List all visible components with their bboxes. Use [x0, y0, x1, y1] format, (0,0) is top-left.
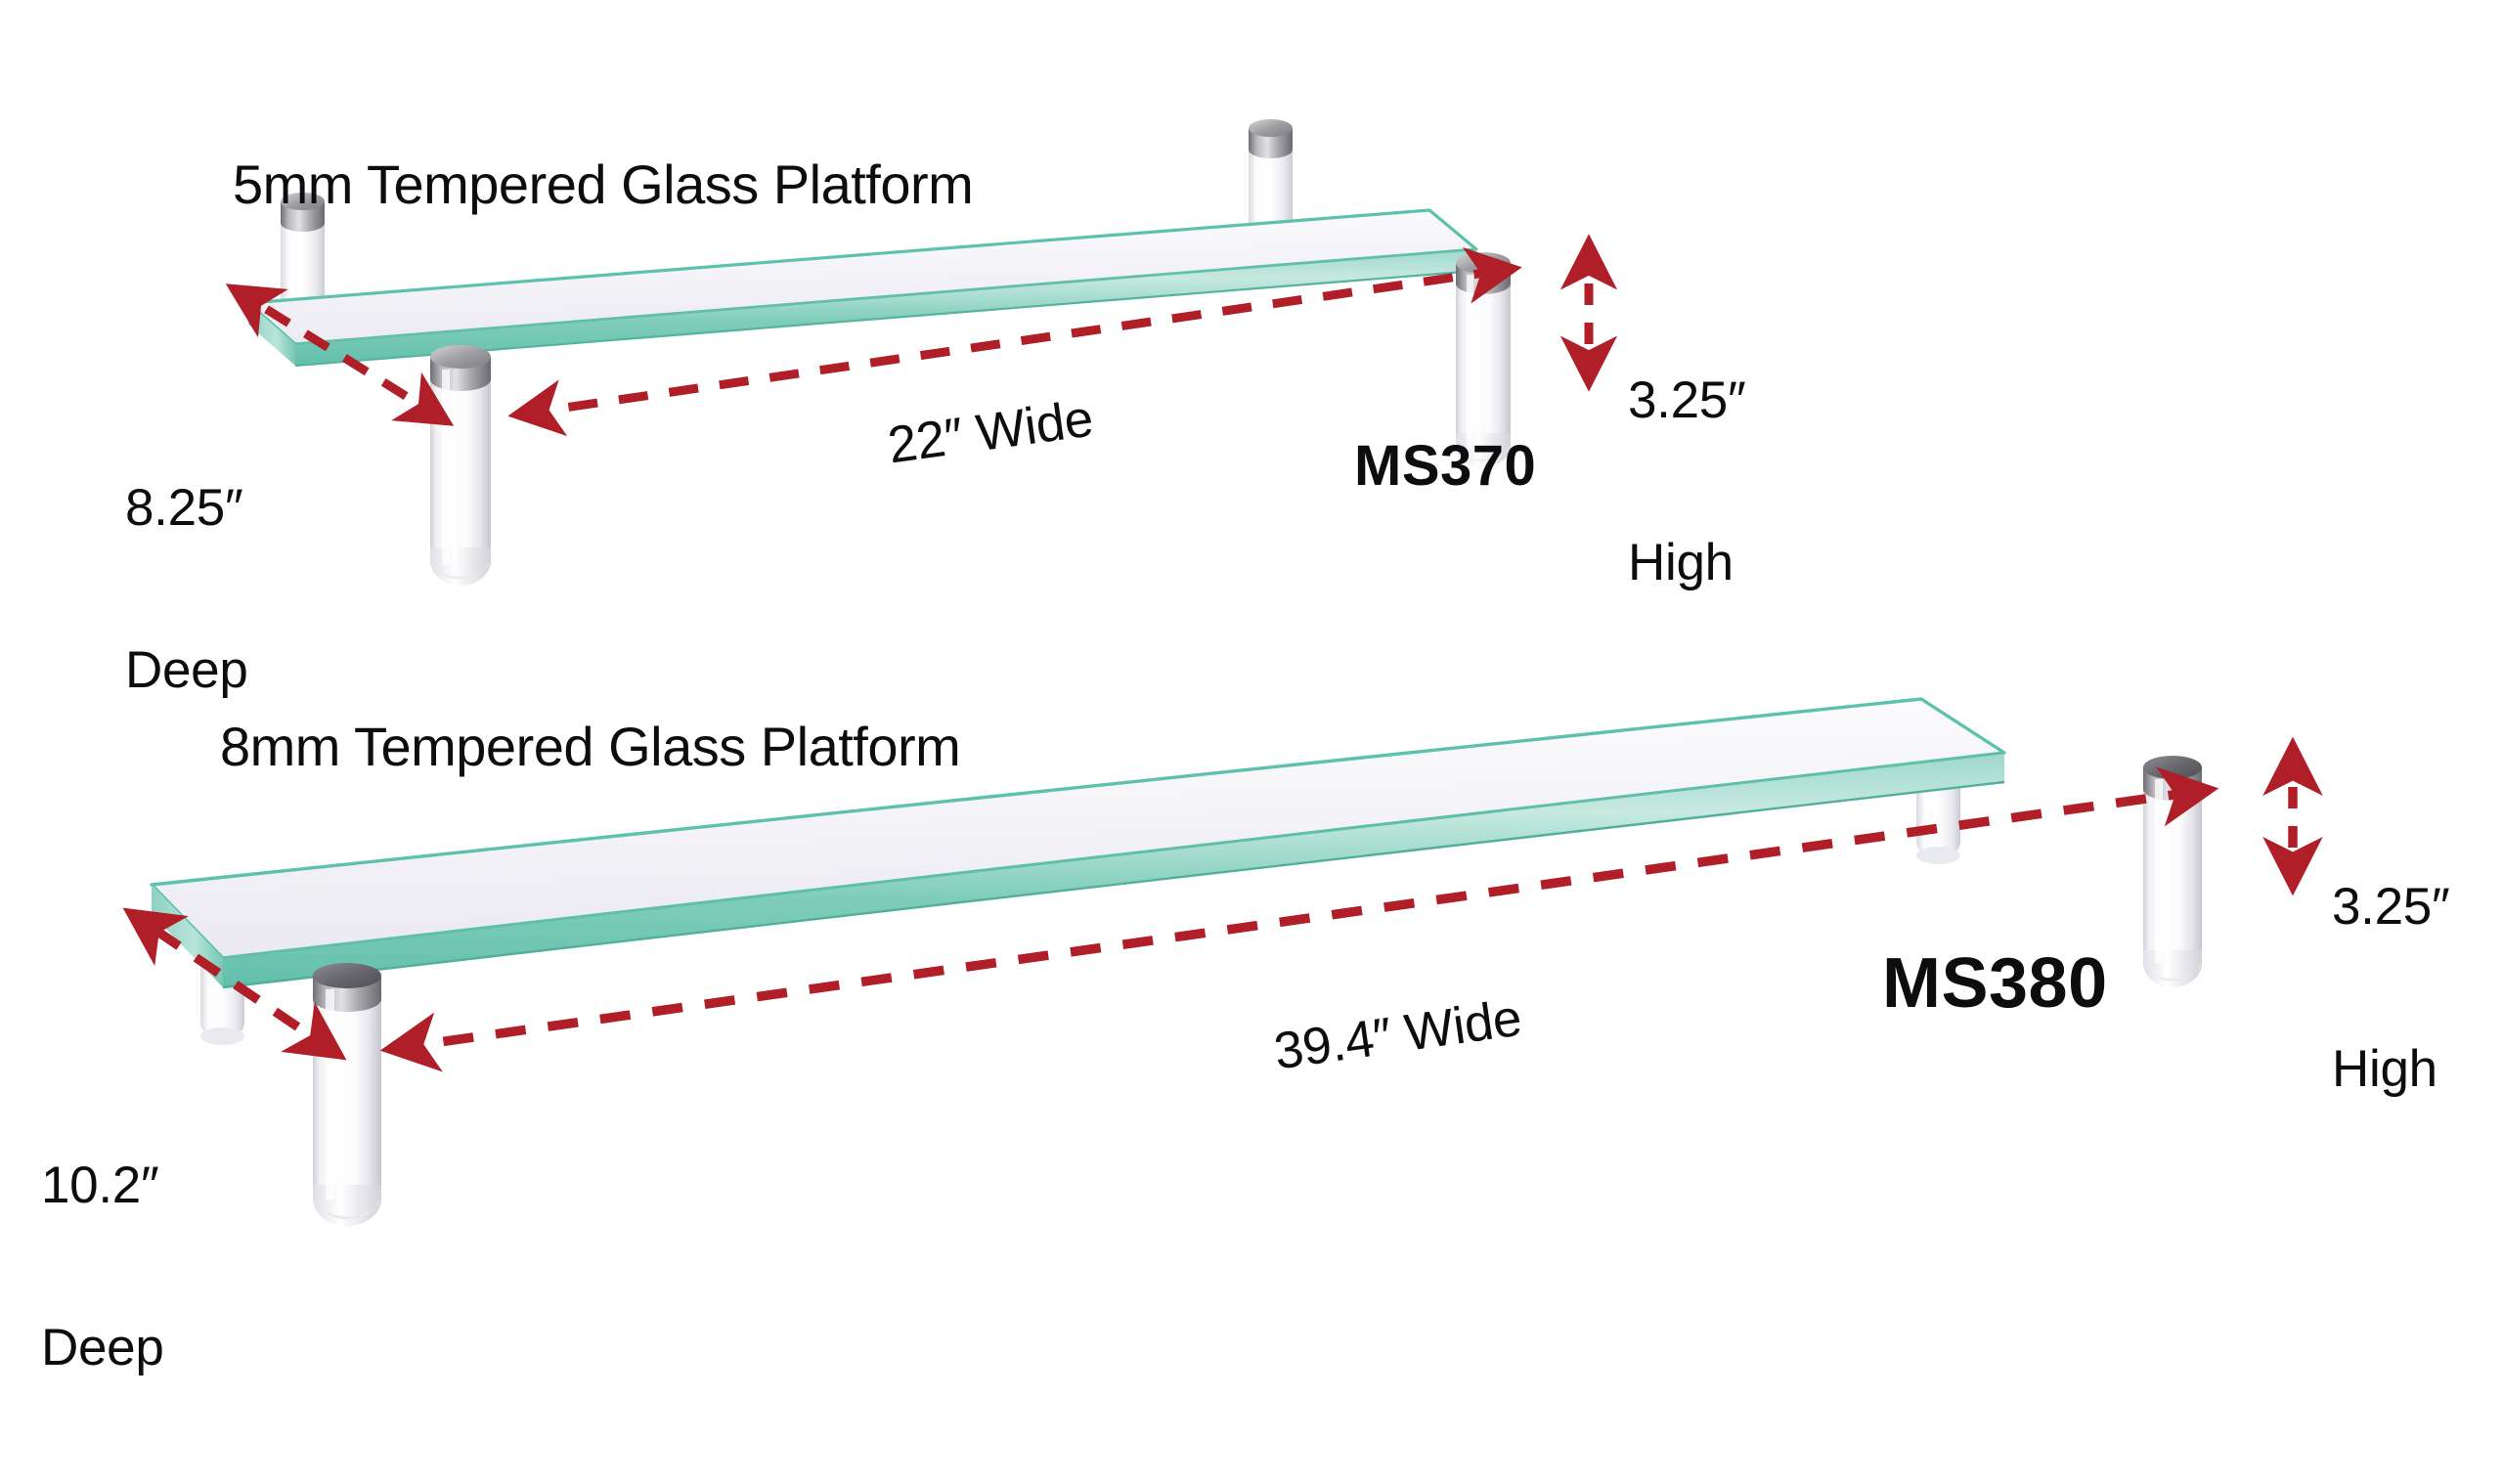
height-word-ms370: High [1628, 533, 1734, 591]
height-label-ms370: 3.25″ High [1628, 266, 1746, 697]
depth-word-ms370: Deep [125, 640, 248, 699]
leg-front-left-ms370 [430, 345, 491, 586]
depth-label-ms370: 8.25″ Deep [125, 373, 248, 805]
depth-arrow-ms380 [122, 907, 347, 1061]
leg-cap-back-left-ms370 [281, 193, 325, 232]
heading-ms370: 5mm Tempered Glass Platform [233, 153, 974, 215]
heading-ms380: 8mm Tempered Glass Platform [220, 716, 961, 777]
height-word-ms380: High [2332, 1039, 2437, 1098]
width-arrow-ms380 [379, 766, 2219, 1072]
diagram-canvas: 5mm Tempered Glass Platform 8.25″ Deep 2… [41, 119, 2450, 1375]
depth-value-ms380: 10.2″ [41, 1157, 159, 1215]
depth-arrow-ms370 [225, 284, 455, 426]
width-arrow-ms370 [507, 246, 1522, 437]
height-label-ms380: 3.25″ High [2332, 772, 2450, 1203]
height-value-ms370: 3.25″ [1628, 371, 1746, 430]
leg-cap-back-right-ms370 [1249, 119, 1293, 158]
height-value-ms380: 3.25″ [2332, 878, 2450, 937]
depth-label-ms380: 10.2″ Deep [41, 1051, 164, 1482]
model-label-ms370: MS370 [1354, 434, 1537, 498]
depth-value-ms370: 8.25″ [125, 479, 243, 538]
depth-word-ms380: Deep [41, 1318, 164, 1376]
model-label-ms380: MS380 [1882, 944, 2108, 1023]
product-ms380-illustration [122, 697, 2323, 1226]
product-diagram-svg [122, 119, 2323, 1226]
product-ms370-illustration [225, 119, 1618, 586]
leg-front-left-ms380 [313, 963, 381, 1226]
